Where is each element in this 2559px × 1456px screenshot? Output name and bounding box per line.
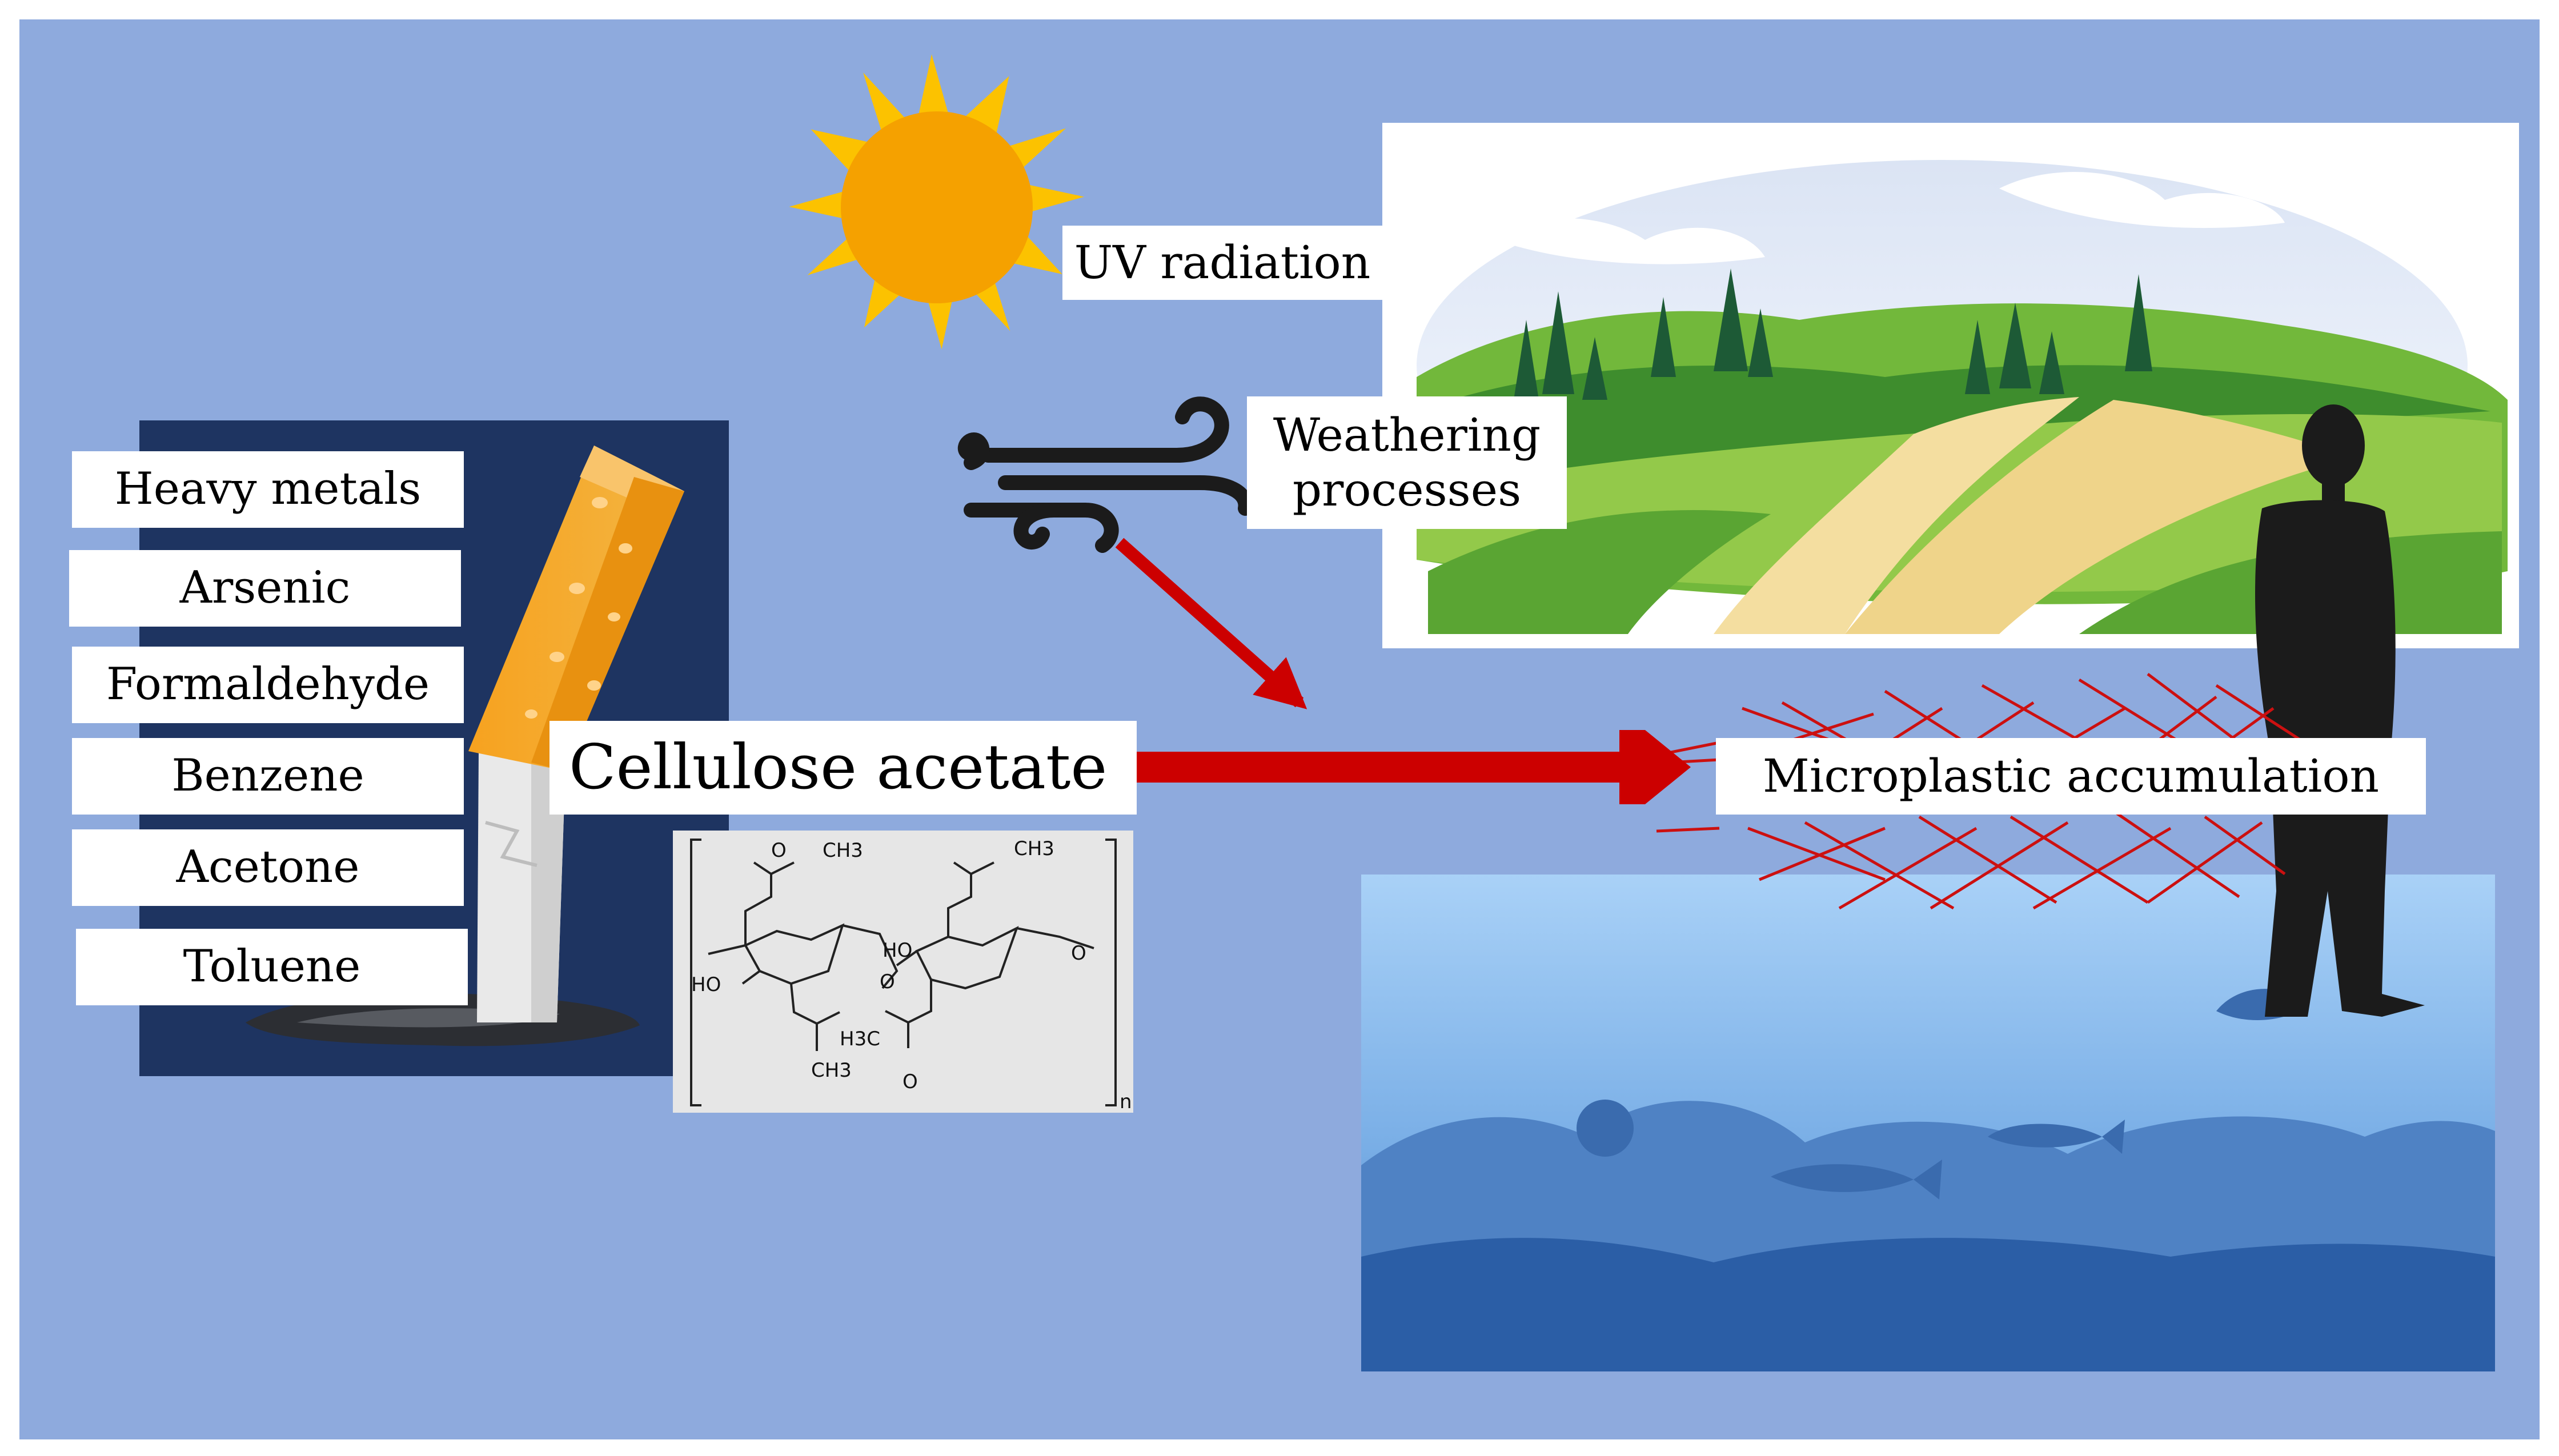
cellulose-acetate-structure: CH3 CH3 CH3 H3C HO HO O O O O n (673, 831, 1133, 1113)
struct-ho-left: HO (691, 973, 721, 996)
weathering-line-1: Weathering (1273, 408, 1541, 462)
cellulose-acetate-label: Cellulose acetate (549, 721, 1137, 815)
main-arrow-head (1619, 730, 1691, 804)
struct-o-bottom: O (903, 1070, 918, 1093)
chemical-label-arsenic: Arsenic (69, 550, 461, 627)
struct-o-top: O (771, 839, 787, 862)
struct-ho-right: HO (883, 939, 912, 962)
struct-ch3-bottom: CH3 (811, 1059, 852, 1082)
sun-icon (789, 54, 1084, 350)
struct-ch3-top-right: CH3 (1014, 837, 1054, 860)
chemical-label-formaldehyde: Formaldehyde (72, 647, 464, 723)
chemical-label-toluene: Toluene (76, 929, 468, 1005)
struct-o-right: O (1071, 942, 1086, 965)
arrows (1115, 538, 1691, 804)
struct-n-subscript: n (1120, 1090, 1132, 1113)
wind-icon (958, 396, 1253, 553)
cigarette-butt-icon (468, 446, 684, 1022)
main-arrow-shaft (1137, 752, 1622, 783)
underwater-image (1361, 875, 2495, 1371)
weathering-line-2: processes (1292, 463, 1522, 516)
weathering-processes-label: Weathering processes (1247, 396, 1567, 529)
weathering-arrow (1115, 538, 1307, 709)
landscape-image (1382, 123, 2519, 648)
struct-h3c: H3C (840, 1028, 880, 1050)
chemical-label-heavy-metals: Heavy metals (72, 451, 464, 528)
struct-ch3-top-left: CH3 (823, 839, 863, 862)
chemical-label-acetone: Acetone (72, 829, 464, 906)
uv-radiation-label: UV radiation (1062, 226, 1382, 300)
microplastic-accumulation-label: Microplastic accumulation (1716, 738, 2426, 815)
chemical-label-benzene: Benzene (72, 738, 464, 815)
struct-o-bridge: O (880, 970, 895, 993)
